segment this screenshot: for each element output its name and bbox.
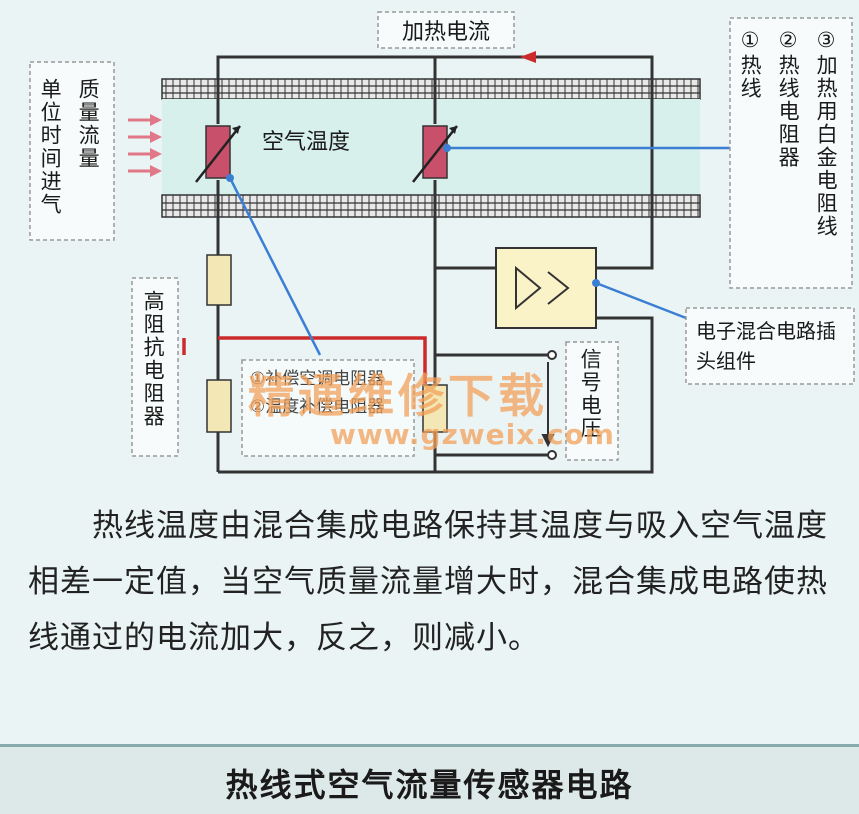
- hot-wire-label-2: ②热线电阻器: [776, 28, 801, 169]
- intake-arrows: [128, 114, 162, 177]
- compensation-label-1: ①补偿空调电阻器: [250, 369, 385, 389]
- circuit-module: [495, 247, 597, 329]
- high-impedance-label: 高阻抗电阻器: [141, 290, 166, 428]
- explanation-paragraph: 热线温度由混合集成电路保持其温度与吸入空气温度相差一定值，当空气质量流量增大时，…: [28, 508, 828, 656]
- mass-flow-label: 质量流量: [76, 78, 101, 170]
- red-wire: [182, 336, 427, 385]
- compensation-label-2: ②温度补偿电阻器: [250, 397, 385, 417]
- circuit-diagram: [29, 11, 855, 474]
- intake-label: 单位时间进气: [38, 78, 63, 216]
- compensation-resistor: [422, 384, 448, 433]
- watermark-url: www.gzweix.com: [330, 418, 615, 451]
- air-temp-resistor: [195, 125, 241, 183]
- heating-current-label: 加热电流: [401, 20, 490, 45]
- hot-wire-label-3: ③加热用白金电阻线: [814, 28, 839, 238]
- hot-wire-label-1: ①热线: [738, 28, 763, 100]
- current-arrow: [520, 51, 536, 63]
- hot-wire-resistor: [412, 125, 458, 183]
- signal-voltage-label: 信号电压: [578, 348, 603, 440]
- diagram-caption: 热线式空气流量传感器电路: [225, 766, 634, 804]
- wiring: [216, 55, 654, 474]
- pointer-lines: [228, 146, 730, 356]
- high-impedance-resistor-top: [206, 254, 232, 306]
- watermark-text: 精通维修下载: [248, 369, 548, 423]
- circuit-module-label: 电子混合电路插头组件: [696, 319, 836, 373]
- air-temp-label: 空气温度: [262, 130, 351, 155]
- caption-bar: [0, 744, 859, 814]
- high-impedance-resistor-bottom: [206, 379, 232, 433]
